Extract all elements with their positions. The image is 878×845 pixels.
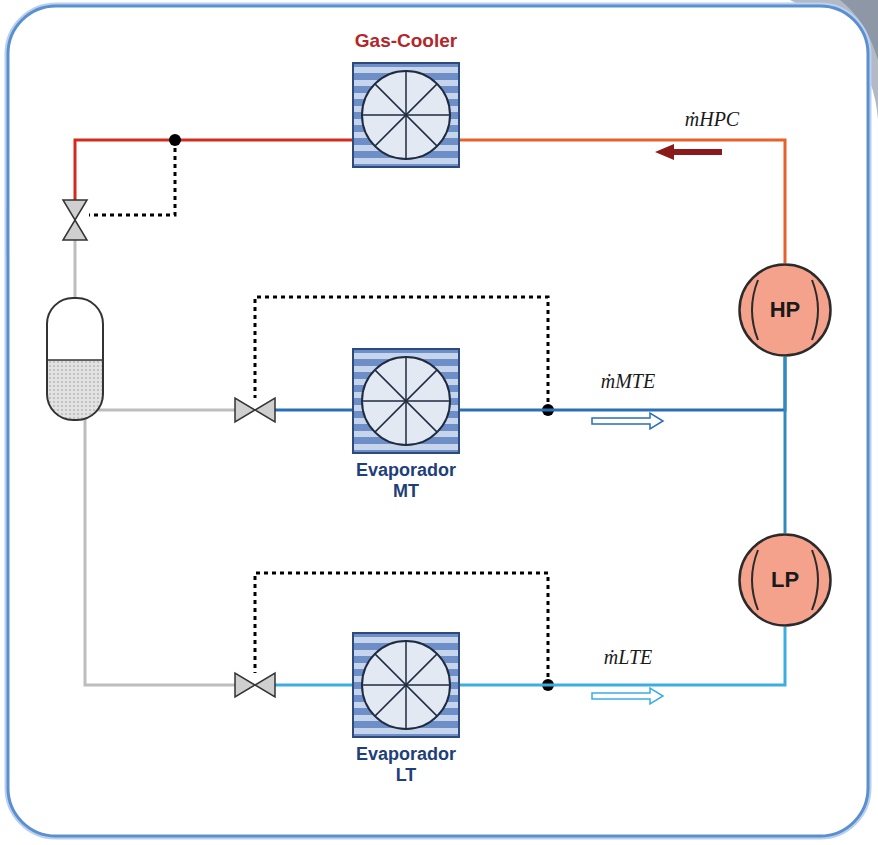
pipe-line [275, 409, 352, 412]
sensor-dot [169, 134, 181, 146]
pipe-connector [460, 140, 785, 263]
receiver-tank [47, 298, 103, 420]
liquid-level [47, 359, 103, 361]
valve-symbol [63, 220, 87, 240]
pipe-connector [784, 357, 787, 533]
flow-arrow [592, 413, 663, 429]
node-label: LP [771, 567, 799, 592]
compressor-arc [752, 280, 758, 340]
fan-blade [375, 654, 437, 716]
pipe-connector [460, 357, 785, 410]
valve-symbol [235, 398, 255, 422]
receiver-liquid [47, 360, 103, 420]
heat-exchanger: Evaporador LT [352, 632, 460, 785]
flow-label: ṁLTE [604, 646, 653, 668]
heat-exchanger-symbol [352, 62, 460, 168]
heat-exchanger-symbol [352, 632, 460, 738]
pipe-line [74, 240, 77, 298]
exchanger-body [353, 633, 459, 737]
pipe-line [275, 684, 352, 687]
node-label: Gas-Cooler [355, 30, 457, 52]
label-holder: ṁLTE [604, 646, 653, 669]
valve-symbol [63, 200, 87, 220]
compressor-arc [812, 550, 818, 610]
flow-arrow [592, 688, 663, 704]
control-line [89, 140, 175, 215]
compressor-body [740, 535, 831, 626]
heat-exchanger: Evaporador MT [352, 348, 460, 501]
fan-circle [362, 357, 450, 445]
fan-circle [362, 641, 450, 729]
pipe-line [85, 415, 235, 685]
compressor: LP [738, 533, 832, 627]
flow-arrow [655, 144, 722, 160]
compressor-body [740, 265, 831, 356]
fan-blade [375, 84, 437, 146]
node-label: Evaporador LT [352, 744, 460, 785]
flow-label: ṁHPC [685, 108, 739, 130]
flow-label: ṁMTE [601, 370, 655, 392]
heat-exchanger: Gas-Cooler [352, 30, 460, 168]
valve-symbol [235, 673, 255, 697]
heat-exchanger-symbol [352, 348, 460, 454]
label-holder: ṁHPC [685, 108, 739, 131]
exchanger-body [353, 349, 459, 453]
fan-blade [375, 370, 437, 432]
exchanger-body [353, 63, 459, 167]
frame-glow [8, 6, 868, 836]
node-label: HP [770, 297, 801, 322]
pipe-connector [460, 627, 785, 685]
node-label: Evaporador MT [352, 460, 460, 501]
valve-symbol [255, 398, 275, 422]
compressor-arc [812, 280, 818, 340]
compressor-arc [752, 550, 758, 610]
compressor: HP [738, 263, 832, 357]
fan-circle [362, 71, 450, 159]
label-holder: ṁMTE [601, 370, 655, 393]
pipe-line [75, 140, 352, 200]
pipe-line [85, 409, 235, 412]
valve-symbol [255, 673, 275, 697]
frame [8, 6, 868, 836]
